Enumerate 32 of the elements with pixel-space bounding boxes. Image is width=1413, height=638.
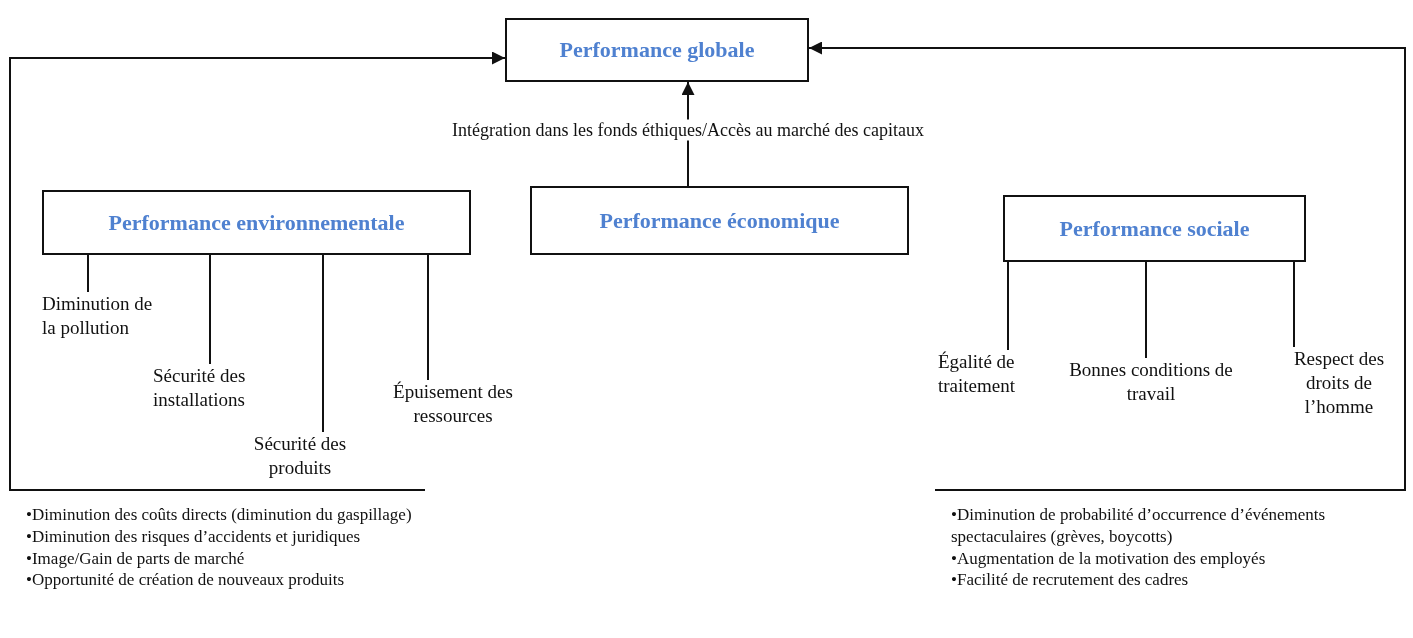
factor-label: Diminution de la pollution xyxy=(42,292,167,340)
performance-box xyxy=(42,190,471,255)
box-title: Performance sociale xyxy=(1059,215,1250,242)
bullet-item: •Diminution des risques d’accidents et juridiques xyxy=(26,525,362,548)
bullet-item: •Opportunité de création de nouveaux produits xyxy=(26,569,345,591)
factor-label: Épuisement des ressources xyxy=(378,380,528,428)
bullet-item: •Diminution des coûts directs (diminution du gaspillage) xyxy=(26,504,413,526)
factor-label: Bonnes conditions de travail xyxy=(1066,358,1236,406)
leader-line xyxy=(322,254,324,433)
arrow xyxy=(808,41,1406,491)
leader-line xyxy=(1293,261,1295,348)
bullet-item: •Image/Gain de parts de marché xyxy=(26,547,246,570)
factor-label: Respect des droits de l’homme xyxy=(1280,347,1398,419)
leader-line xyxy=(209,254,211,365)
bullet-item: •Diminution de probabilité d’occurrence d’événements spectaculaires (grèves, boycotts) xyxy=(951,504,1327,548)
leader-line xyxy=(1007,261,1009,351)
edge-label: Intégration dans les fonds éthiques/Accès au marché des capitaux xyxy=(450,119,926,141)
performance-box xyxy=(530,186,909,255)
box-title: Performance environnementale xyxy=(108,209,405,236)
performance-box xyxy=(505,18,809,82)
bullet-item: •Augmentation de la motivation des employés xyxy=(951,547,1267,570)
factor-label: Sécurité des installations xyxy=(153,364,293,412)
box-title: Performance globale xyxy=(559,37,755,63)
performance-box xyxy=(1003,195,1306,262)
factor-label: Sécurité des produits xyxy=(240,432,360,480)
leader-line xyxy=(1145,261,1147,359)
leader-line xyxy=(87,254,89,293)
bullet-item: •Facilité de recrutement des cadres xyxy=(951,569,1190,591)
leader-line xyxy=(427,254,429,381)
box-title: Performance économique xyxy=(599,207,840,234)
arrow xyxy=(9,51,506,491)
factor-label: Égalité de traitement xyxy=(938,350,1038,398)
